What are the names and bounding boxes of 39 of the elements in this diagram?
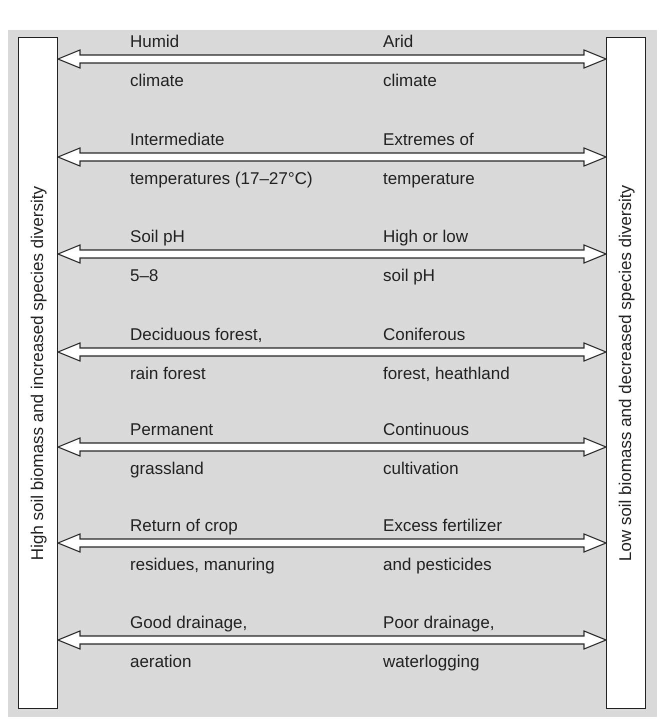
factor-label: grassland [130, 459, 205, 479]
double-arrow [56, 244, 608, 264]
factor-label: Soil pH [130, 227, 186, 247]
factor-label: cultivation [383, 459, 460, 479]
double-arrow [56, 147, 608, 167]
side-box [18, 37, 58, 709]
rotated-label: High soil biomass and increased species diversity [28, 186, 48, 560]
factor-label: Extremes of [383, 130, 475, 150]
double-arrow [56, 533, 608, 553]
rotated-label: Low soil biomass and decreased species diversity [616, 184, 636, 562]
factor-label: Continuous [383, 420, 470, 440]
factor-label: Arid [383, 32, 414, 52]
factor-label: and pesticides [383, 555, 493, 575]
factor-label: waterlogging [383, 652, 480, 672]
factor-label: Permanent [130, 420, 214, 440]
factor-label: Excess fertilizer [383, 516, 504, 536]
side-box [606, 37, 646, 709]
factor-label: 5–8 [130, 266, 160, 286]
factor-label: forest, heathland [383, 364, 511, 384]
factor-label: Humid [130, 32, 180, 52]
factor-label: aeration [130, 652, 192, 672]
factor-label: climate [383, 71, 438, 91]
factor-label: temperature [383, 169, 476, 189]
double-arrow [56, 437, 608, 457]
factor-label: High or low [383, 227, 470, 247]
double-arrow [56, 630, 608, 650]
factor-label: residues, manuring [130, 555, 276, 575]
factor-label: Good drainage, [130, 613, 248, 633]
factor-label: rain forest [130, 364, 207, 384]
factor-label: climate [130, 71, 185, 91]
factor-label: soil pH [383, 266, 436, 286]
factor-label: Return of crop [130, 516, 239, 536]
factor-label: Deciduous forest, [130, 325, 264, 345]
double-arrow [56, 342, 608, 362]
factor-label: temperatures (17–27°C) [130, 169, 314, 189]
double-arrow [56, 49, 608, 69]
factor-label: Coniferous [383, 325, 466, 345]
factor-label: Poor drainage, [383, 613, 496, 633]
factor-label: Intermediate [130, 130, 226, 150]
